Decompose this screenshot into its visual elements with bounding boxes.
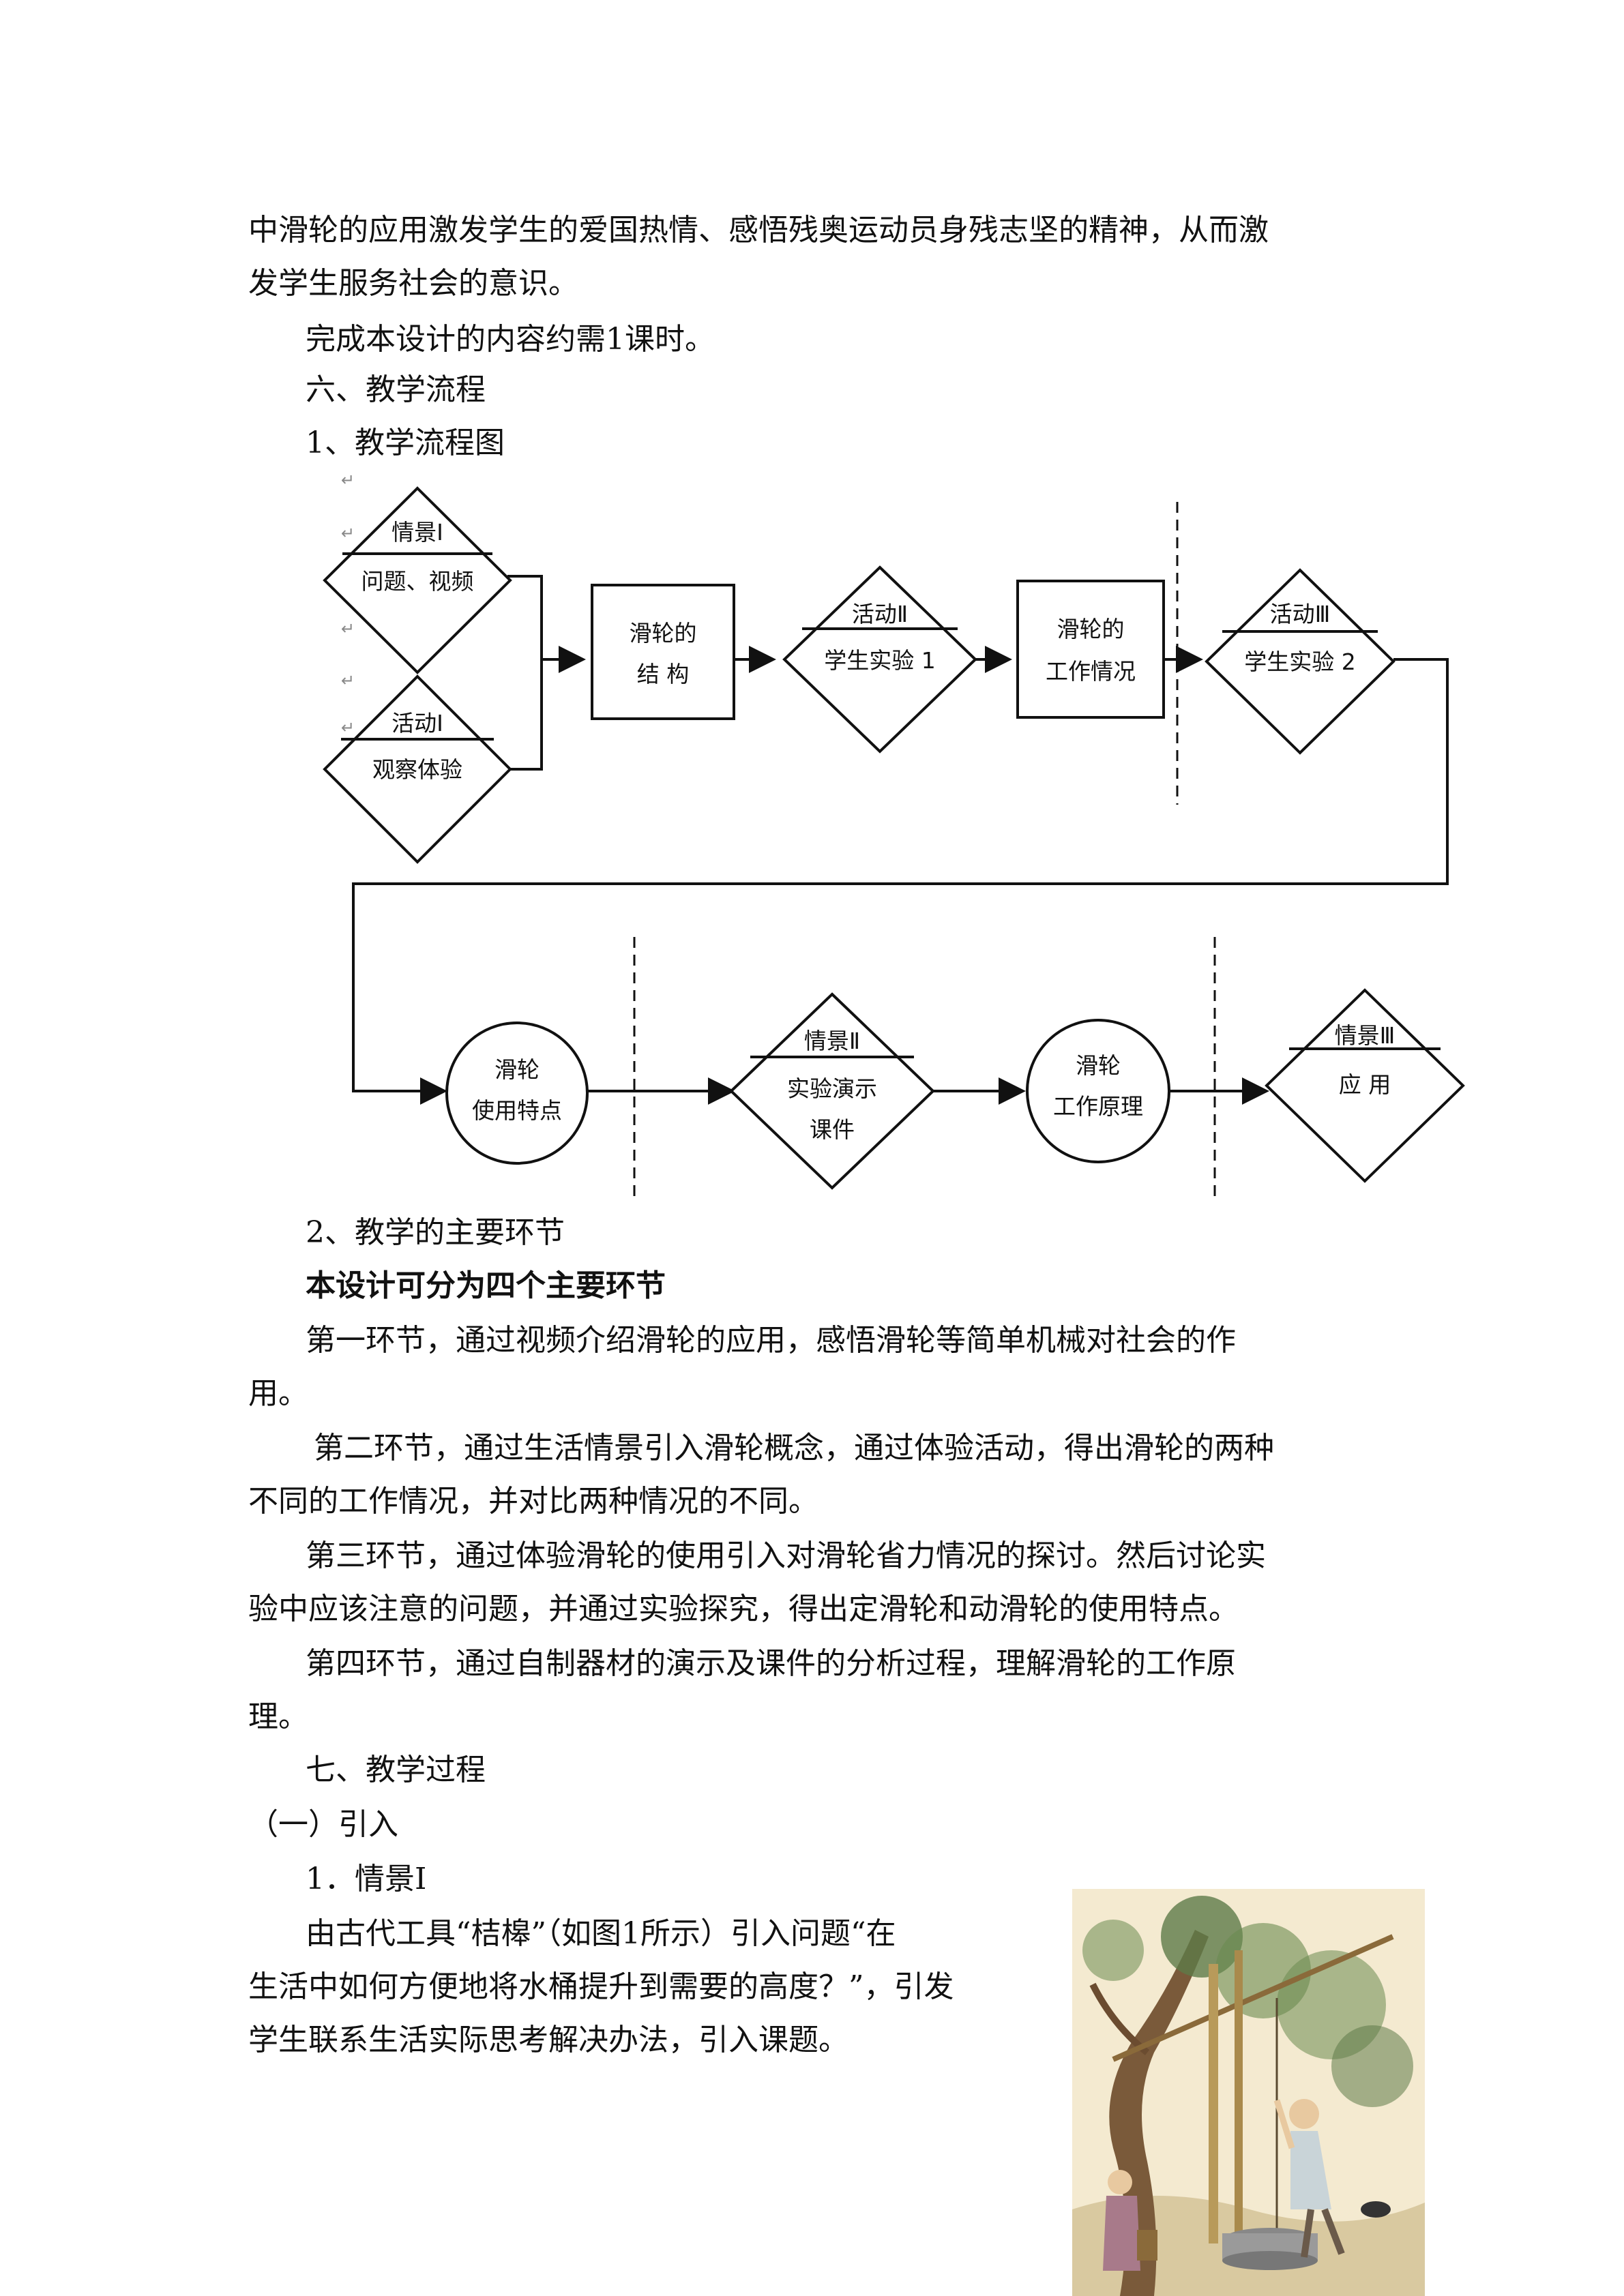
section-heading: 六、教学流程 — [306, 372, 486, 407]
svg-text:课件: 课件 — [810, 1116, 855, 1143]
subsection-heading: 1、教学流程图 — [306, 426, 505, 460]
svg-text:应 用: 应 用 — [1339, 1071, 1391, 1098]
return-marks: ↵ ↵ ↵ ↵ ↵ ↵ — [341, 471, 355, 737]
svg-text:情景Ⅰ: 情景Ⅰ — [392, 519, 443, 546]
svg-text:工作情况: 工作情况 — [1046, 658, 1136, 685]
flow-node-activity-2: 活动Ⅱ 学生实验 1 — [782, 565, 977, 754]
flow-node-scenario-2: 情景Ⅱ 实验演示 课件 — [729, 992, 935, 1190]
paragraph-line: 理。 — [248, 1699, 308, 1734]
svg-text:滑轮的: 滑轮的 — [630, 620, 697, 646]
flow-node-pulley-usage-features: 滑轮 使用特点 — [445, 1022, 589, 1165]
svg-text:↵: ↵ — [341, 718, 355, 737]
subsection-heading: 1．情景Ⅰ — [306, 1862, 427, 1896]
flow-node-scenario-3: 情景Ⅲ 应 用 — [1265, 988, 1465, 1183]
flow-node-activity-3: 活动Ⅲ 学生实验 2 — [1205, 568, 1396, 755]
flow-node-activity-1: 活动Ⅰ 观察体验 — [323, 674, 512, 864]
svg-text:结 构: 结 构 — [637, 661, 690, 687]
svg-text:滑轮: 滑轮 — [494, 1056, 540, 1083]
svg-text:↵: ↵ — [341, 524, 355, 543]
paragraph-line: 发学生服务社会的意识。 — [248, 266, 578, 301]
svg-text:情景Ⅲ: 情景Ⅲ — [1335, 1022, 1396, 1049]
paragraph-line: 第一环节，通过视频介绍滑轮的应用，感悟滑轮等简单机械对社会的作 — [306, 1323, 1236, 1358]
shadoof-illustration — [1072, 1889, 1425, 2296]
flow-node-pulley-structure: 滑轮的 结 构 — [591, 584, 735, 720]
svg-text:实验演示: 实验演示 — [787, 1075, 877, 1102]
svg-text:活动Ⅰ: 活动Ⅰ — [392, 710, 443, 736]
paragraph-line: 第三环节，通过体验滑轮的使用引入对滑轮省力情况的探讨。然后讨论实 — [306, 1538, 1266, 1573]
svg-text:↵: ↵ — [341, 619, 355, 638]
svg-text:滑轮的: 滑轮的 — [1057, 616, 1125, 642]
svg-text:问题、视频: 问题、视频 — [361, 568, 474, 595]
paragraph-line: 生活中如何方便地将水桶提升到需要的高度？”，引发 — [248, 1969, 954, 2004]
paragraph-line: 完成本设计的内容约需1课时。 — [306, 322, 715, 357]
flow-node-scenario-1: 情景Ⅰ 问题、视频 — [323, 486, 512, 674]
bold-heading: 本设计可分为四个主要环节 — [306, 1268, 666, 1303]
svg-text:活动Ⅱ: 活动Ⅱ — [852, 601, 908, 627]
svg-text:活动Ⅲ: 活动Ⅲ — [1270, 601, 1331, 627]
svg-text:观察体验: 观察体验 — [372, 756, 462, 783]
paragraph-line: 验中应该注意的问题，并通过实验探究，得出定滑轮和动滑轮的使用特点。 — [248, 1592, 1239, 1626]
paragraph-line: 中滑轮的应用激发学生的爱国热情、感悟残奥运动员身残志坚的精神，从而激 — [248, 213, 1269, 248]
subsection-heading: （一）引入 — [248, 1807, 398, 1842]
svg-text:使用特点: 使用特点 — [472, 1097, 562, 1124]
paragraph-line: 用。 — [248, 1376, 308, 1411]
svg-text:↵: ↵ — [341, 671, 355, 690]
section-heading: 七、教学过程 — [306, 1753, 486, 1787]
svg-text:滑轮: 滑轮 — [1076, 1052, 1121, 1079]
paragraph-line: 不同的工作情况，并对比两种情况的不同。 — [248, 1484, 818, 1519]
paragraph-line: 第四环节，通过自制器材的演示及课件的分析过程，理解滑轮的工作原 — [306, 1646, 1236, 1681]
teaching-flowchart: ↵ ↵ ↵ ↵ ↵ ↵ 情景Ⅰ 问题、视频 活动Ⅰ 观察体验 滑轮的 结 构 — [323, 471, 1465, 1200]
svg-text:工作原理: 工作原理 — [1053, 1093, 1143, 1120]
paragraph-line: 由古代工具“桔槔”（如图1所示）引入问题“在 — [306, 1916, 896, 1951]
flow-node-pulley-principle: 滑轮 工作原理 — [1026, 1019, 1170, 1163]
svg-text:学生实验 1: 学生实验 1 — [824, 647, 936, 674]
paragraph-line: 第二环节，通过生活情景引入滑轮概念，通过体验活动，得出滑轮的两种 — [314, 1431, 1274, 1465]
svg-text:↵: ↵ — [341, 471, 355, 490]
subsection-heading: 2、教学的主要环节 — [306, 1215, 565, 1250]
paragraph-line: 学生联系生活实际思考解决办法，引入课题。 — [248, 2023, 848, 2057]
svg-text:学生实验 2: 学生实验 2 — [1244, 648, 1356, 675]
svg-text:情景Ⅱ: 情景Ⅱ — [804, 1028, 860, 1054]
flow-node-pulley-working-modes: 滑轮的 工作情况 — [1016, 580, 1165, 719]
